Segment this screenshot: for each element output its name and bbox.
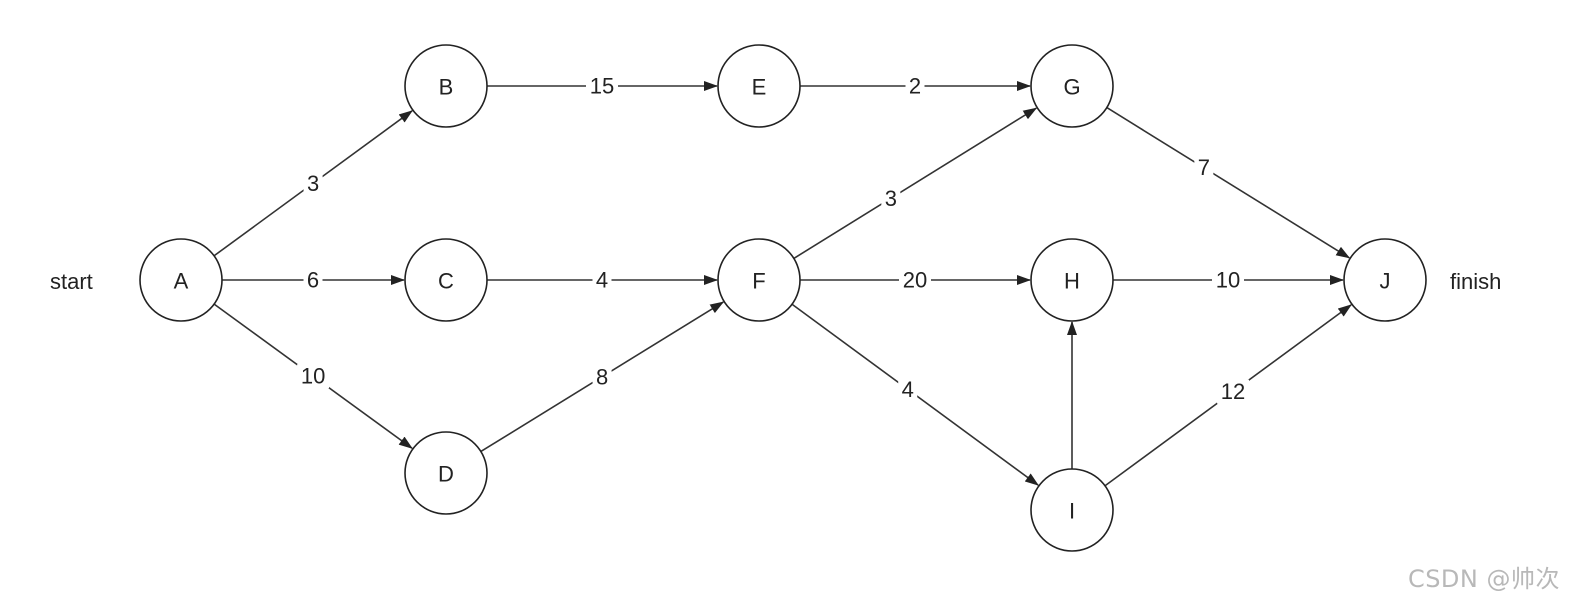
node-label: B <box>439 75 454 100</box>
node-d: D <box>404 431 488 515</box>
edge-label-background <box>905 74 925 98</box>
edge-weight-label: 4 <box>902 377 914 402</box>
edge-c-f: 4 <box>487 268 718 293</box>
edge-i-j: 12 <box>1104 304 1352 487</box>
node-circle <box>1343 238 1427 322</box>
edge-weight-label: 10 <box>301 364 325 389</box>
node-b: B <box>404 44 488 128</box>
edge-label-background <box>899 268 931 292</box>
edge-label-background <box>303 268 323 292</box>
node-f: F <box>717 238 801 322</box>
edge-a-b: 3 <box>213 110 413 257</box>
edge-label-background <box>586 74 618 98</box>
node-label: F <box>752 269 765 294</box>
node-label: E <box>752 75 767 100</box>
finish-label: finish <box>1450 269 1501 294</box>
edge-f-i: 4 <box>791 303 1039 486</box>
node-i: I <box>1030 468 1114 552</box>
node-circle <box>717 238 801 322</box>
node-circle <box>717 44 801 128</box>
edge-weight-label: 2 <box>909 74 921 99</box>
node-e: E <box>717 44 801 128</box>
node-circle <box>1030 44 1114 128</box>
watermark: CSDN @帅次 <box>1407 565 1560 593</box>
node-label: J <box>1380 269 1391 294</box>
start-label: start <box>50 269 93 294</box>
edge-label-background <box>1212 268 1244 292</box>
node-label: G <box>1063 75 1080 100</box>
node-h: H <box>1030 238 1114 322</box>
edge-g-j: 7 <box>1106 106 1351 259</box>
edge-h-j: 10 <box>1113 268 1344 293</box>
node-circle <box>1030 468 1114 552</box>
edge-arrow <box>793 107 1038 260</box>
edge-label-background <box>592 268 612 292</box>
edge-a-d: 10 <box>213 303 413 449</box>
edge-weight-label: 10 <box>1216 268 1240 293</box>
edge-weight-label: 6 <box>307 268 319 293</box>
edges-layer: 3 6 10 15 4 8 2 3 20 4 7 10 12 <box>213 74 1352 487</box>
node-circle <box>404 431 488 515</box>
edge-a-c: 6 <box>222 268 405 293</box>
edge-arrow <box>1106 106 1351 259</box>
edge-label-background <box>898 377 918 402</box>
edge-weight-label: 12 <box>1221 379 1245 404</box>
edge-weight-label: 20 <box>903 268 927 293</box>
node-circle <box>1030 238 1114 322</box>
node-c: C <box>404 238 488 322</box>
node-label: D <box>438 462 454 487</box>
node-label: C <box>438 269 454 294</box>
node-a: A <box>139 238 223 322</box>
edge-label-background <box>592 364 612 389</box>
edge-weight-label: 15 <box>590 74 614 99</box>
edge-label-background <box>881 186 901 211</box>
edge-f-h: 20 <box>800 268 1031 293</box>
node-circle <box>404 44 488 128</box>
edge-weight-label: 3 <box>307 171 319 196</box>
node-j: J <box>1343 238 1427 322</box>
edge-weight-label: 3 <box>885 186 897 211</box>
edge-weight-label: 7 <box>1198 155 1210 180</box>
edge-label-background <box>1194 155 1214 180</box>
edge-f-g: 3 <box>793 107 1038 260</box>
edge-d-f: 8 <box>480 301 725 453</box>
node-circle <box>404 238 488 322</box>
node-label: I <box>1069 499 1075 524</box>
edge-weight-label: 4 <box>596 268 608 293</box>
node-g: G <box>1030 44 1114 128</box>
edge-label-background <box>303 171 323 196</box>
edge-e-g: 2 <box>800 74 1031 99</box>
node-label: H <box>1064 269 1080 294</box>
edge-weight-label: 8 <box>596 364 608 389</box>
edge-b-e: 15 <box>487 74 718 99</box>
node-circle <box>139 238 223 322</box>
node-label: A <box>174 269 189 294</box>
edge-label-background <box>1217 379 1250 404</box>
edge-label-background <box>297 364 330 389</box>
nodes-layer: A B C D E F G H I J <box>139 44 1427 552</box>
